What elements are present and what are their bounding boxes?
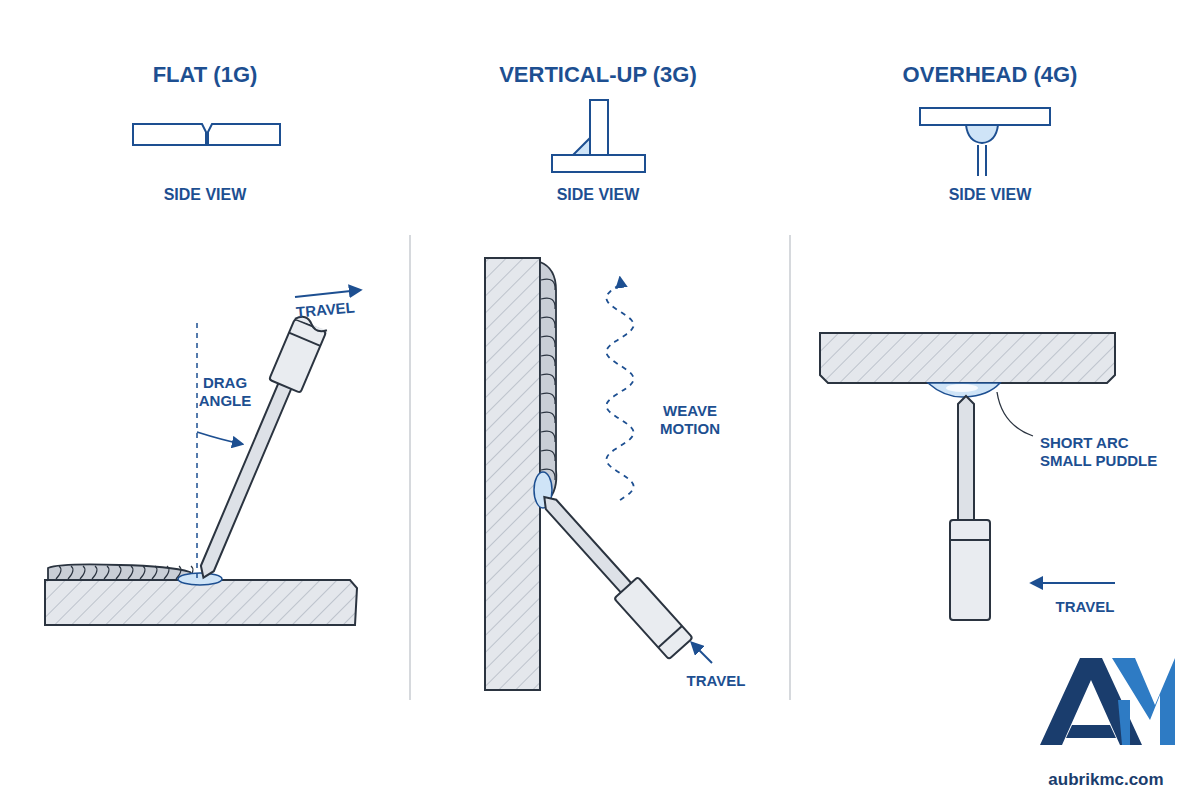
travel-arrow xyxy=(692,643,712,663)
label: SIDE VIEW xyxy=(164,185,247,204)
divider xyxy=(409,235,411,700)
vertical-reference xyxy=(196,318,198,578)
weave-path xyxy=(606,278,633,500)
angle-arc xyxy=(197,432,242,444)
label: FLAT (1G) xyxy=(153,62,258,88)
label: SIDE VIEW xyxy=(557,185,640,204)
overhead-icon xyxy=(920,108,1050,176)
label: OVERHEAD (4G) xyxy=(903,62,1078,88)
label: VERTICAL-UP (3G) xyxy=(499,62,697,88)
logo-mark xyxy=(1040,658,1175,745)
electrode xyxy=(188,314,329,585)
flat-plate xyxy=(45,564,357,625)
label: SHORT ARC SMALL PUDDLE xyxy=(1040,434,1165,470)
overhead-plate xyxy=(820,333,1115,397)
vertical-plate xyxy=(485,258,556,690)
tee-joint-icon xyxy=(552,100,645,172)
electrode xyxy=(532,486,692,659)
label: TRAVEL xyxy=(687,672,746,690)
travel-arrow xyxy=(1032,582,1115,584)
label: WEAVE MOTION xyxy=(650,402,730,438)
label: TRAVEL xyxy=(295,298,355,321)
label: TRAVEL xyxy=(1056,598,1115,616)
butt-joint-icon xyxy=(133,124,280,145)
leader-line xyxy=(997,392,1033,436)
divider xyxy=(789,235,791,700)
label: DRAG ANGLE xyxy=(190,374,260,410)
label: SIDE VIEW xyxy=(949,185,1032,204)
travel-arrow xyxy=(295,290,360,297)
electrode xyxy=(950,396,990,620)
logo-url: aubrikmc.com xyxy=(1048,770,1163,790)
